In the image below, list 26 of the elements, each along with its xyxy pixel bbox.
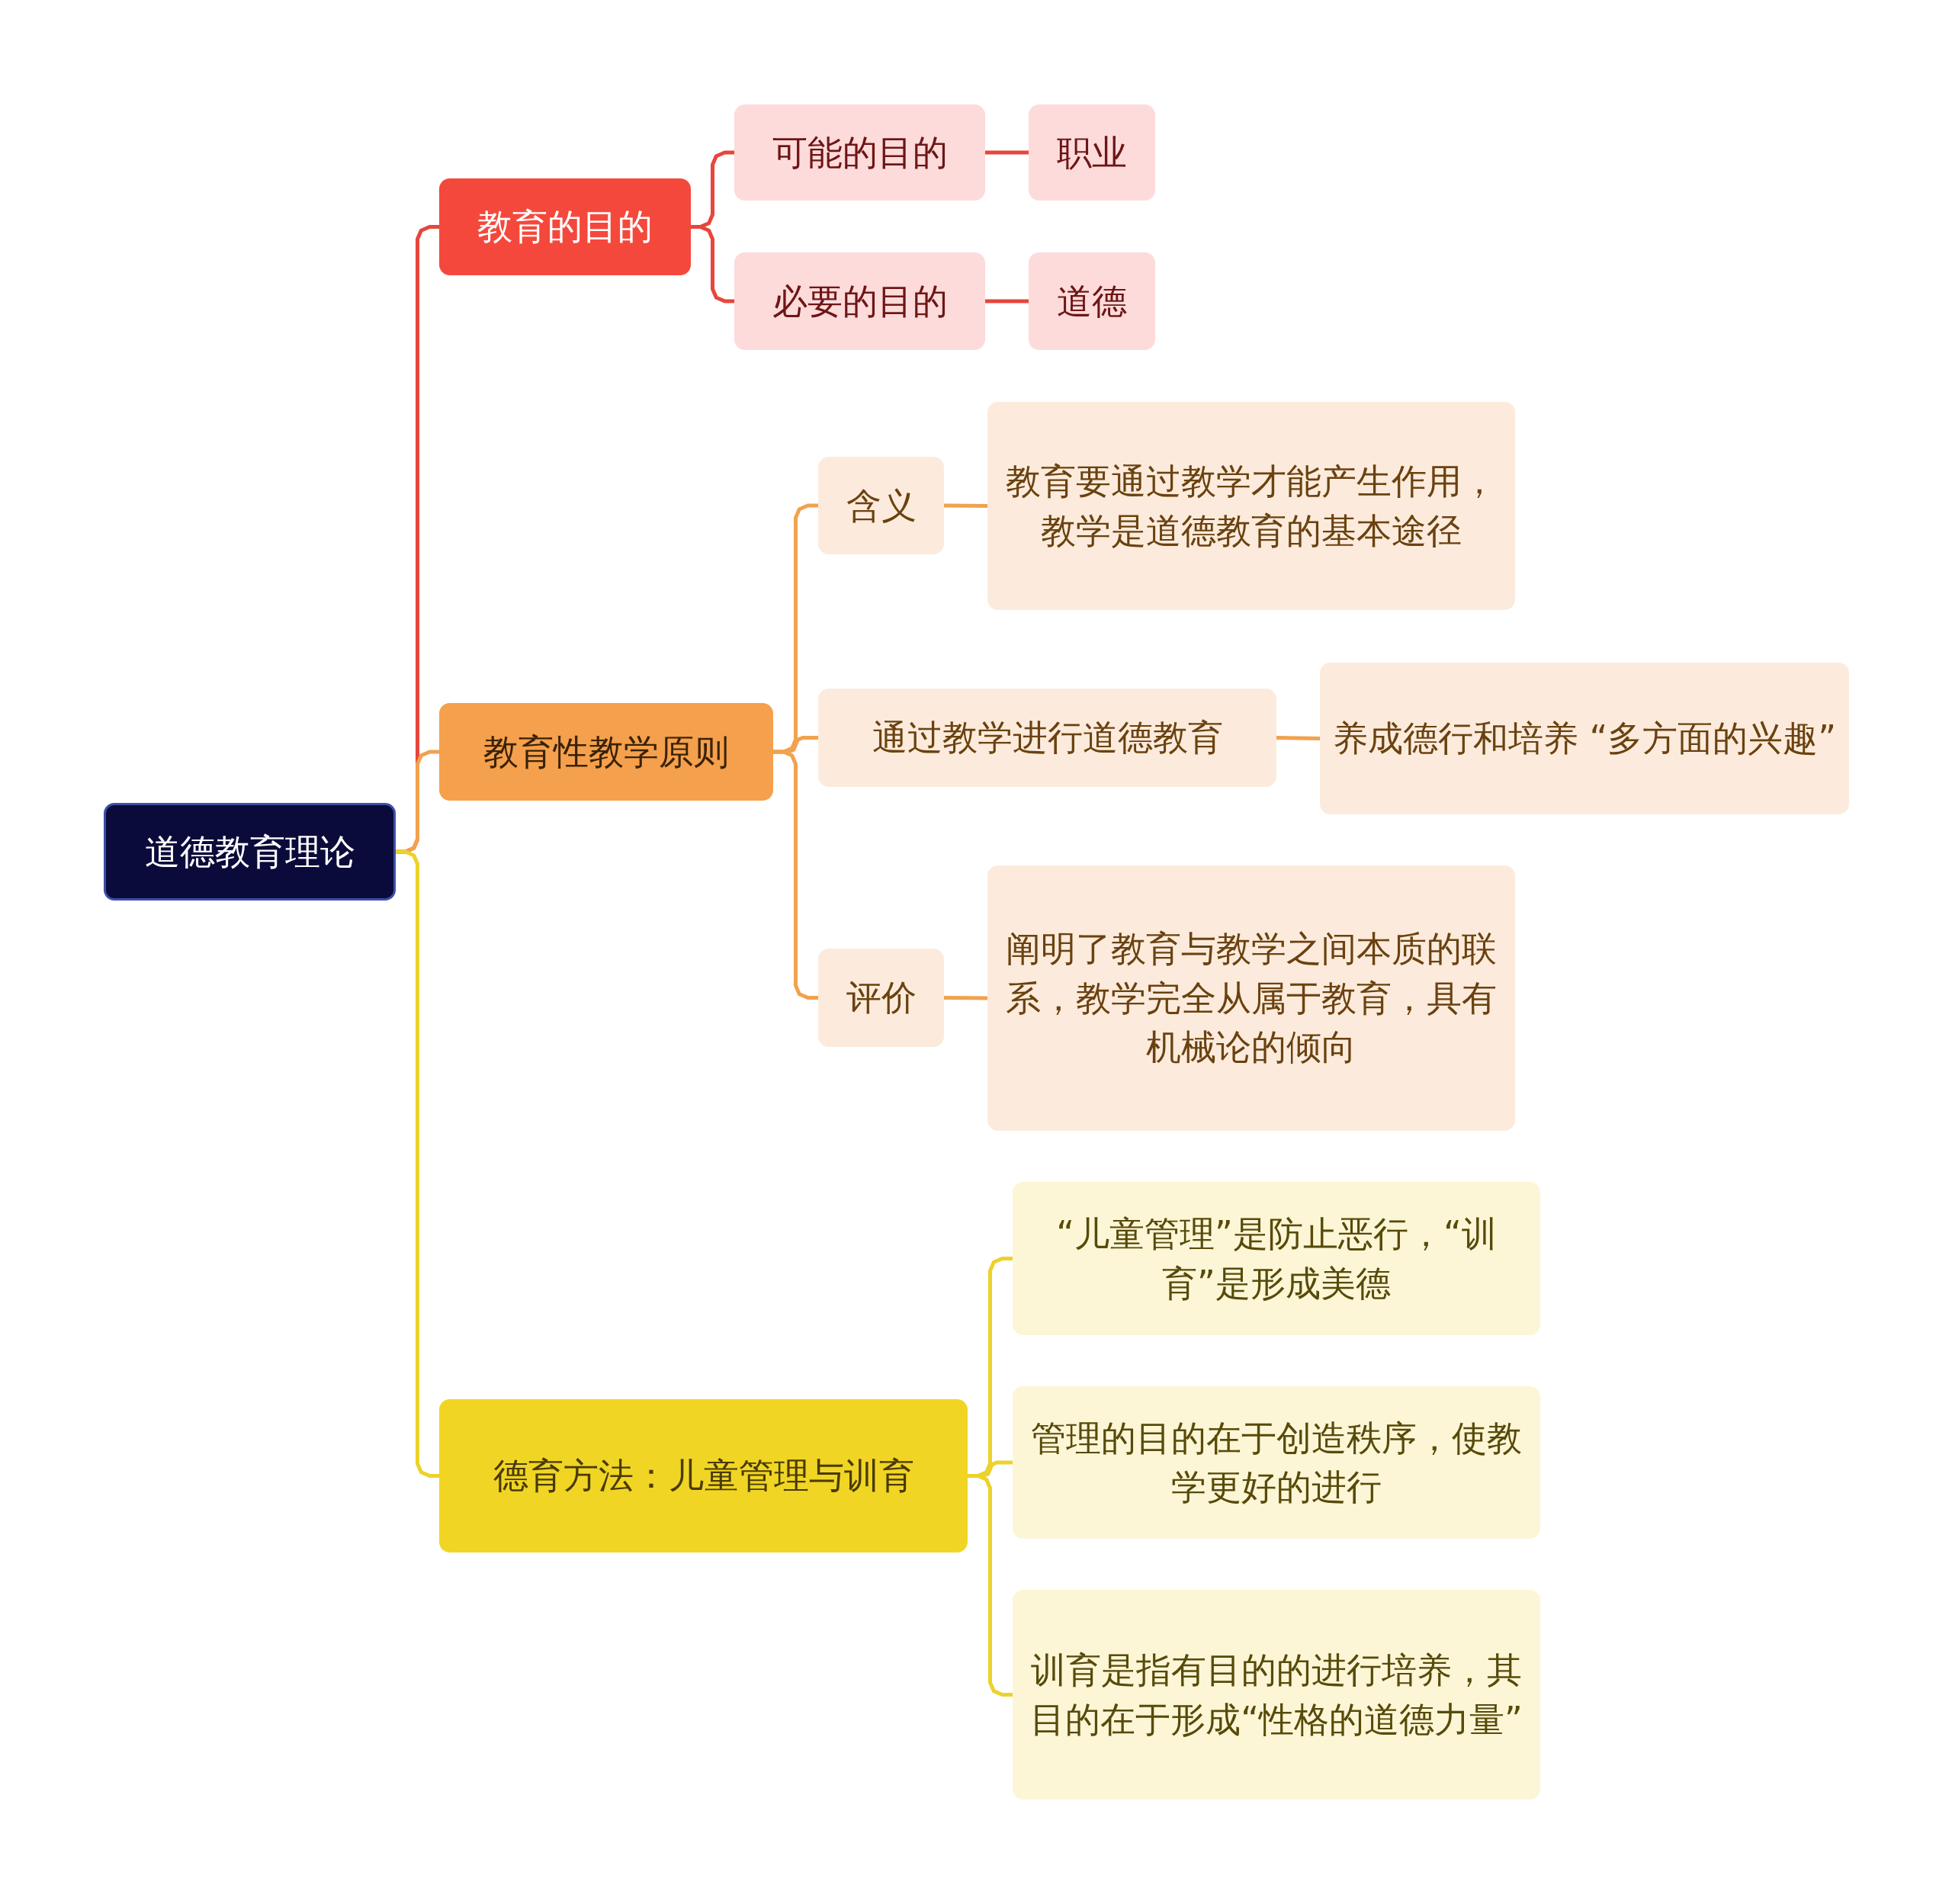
subtopic: 道德	[1029, 252, 1155, 350]
subtopic: 管理的目的在于创造秩序，使教学更好的进行	[1013, 1386, 1540, 1539]
subtopic: 通过教学进行道德教育	[818, 689, 1276, 787]
subtopic: 教育要通过教学才能产生作用，教学是道德教育的基本途径	[987, 402, 1515, 610]
connector-line	[1276, 736, 1321, 740]
connector-line	[773, 750, 818, 1000]
branch-topic: 教育的目的	[439, 178, 691, 275]
connector-line	[985, 150, 1029, 155]
subtopic: 含义	[818, 457, 944, 554]
connector-line	[691, 225, 734, 303]
subtopic: 必要的目的	[734, 252, 985, 350]
connector-line	[985, 299, 1029, 303]
subtopic: “儿童管理”是防止恶行，“训育”是形成美德	[1013, 1182, 1540, 1335]
connector-line	[943, 503, 987, 508]
connector-line	[943, 996, 988, 1000]
connector-line	[396, 849, 439, 1478]
root-topic: 道德教育理论	[104, 803, 396, 901]
subtopic: 阐明了教育与教学之间本质的联系，教学完全从属于教育，具有机械论的倾向	[987, 865, 1515, 1131]
subtopic: 职业	[1029, 104, 1155, 201]
subtopic: 训育是指有目的的进行培养，其目的在于形成“性格的道德力量”	[1013, 1590, 1540, 1800]
branch-topic: 德育方法：儿童管理与训育	[439, 1399, 968, 1552]
subtopic: 评价	[818, 949, 944, 1047]
connector-line	[968, 1474, 1013, 1697]
subtopic: 养成德行和培养 “多方面的兴趣”	[1320, 663, 1849, 814]
subtopic: 可能的目的	[734, 104, 985, 201]
branch-topic: 教育性教学原则	[439, 703, 773, 801]
